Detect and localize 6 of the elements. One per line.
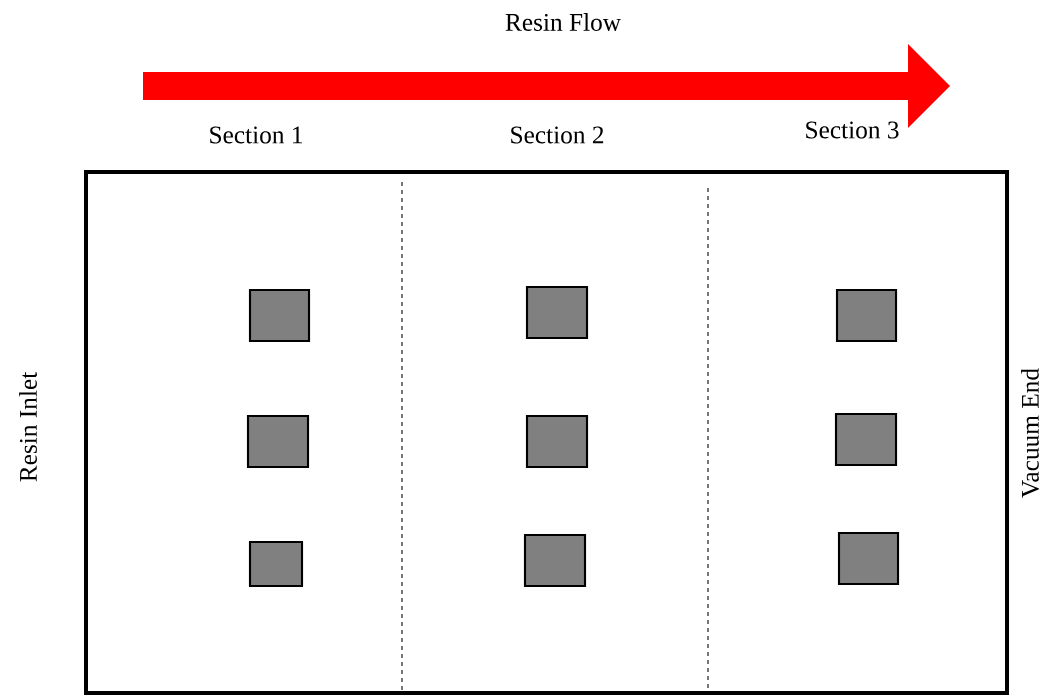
- label-text: Resin Inlet: [19, 371, 37, 482]
- label-text: Section 1: [210, 126, 302, 144]
- label-text: Vacuum End: [1021, 368, 1039, 498]
- label-text: Section 3: [806, 121, 899, 139]
- label-text: Resin Flow: [505, 13, 621, 31]
- label-text: Section 2: [511, 126, 604, 144]
